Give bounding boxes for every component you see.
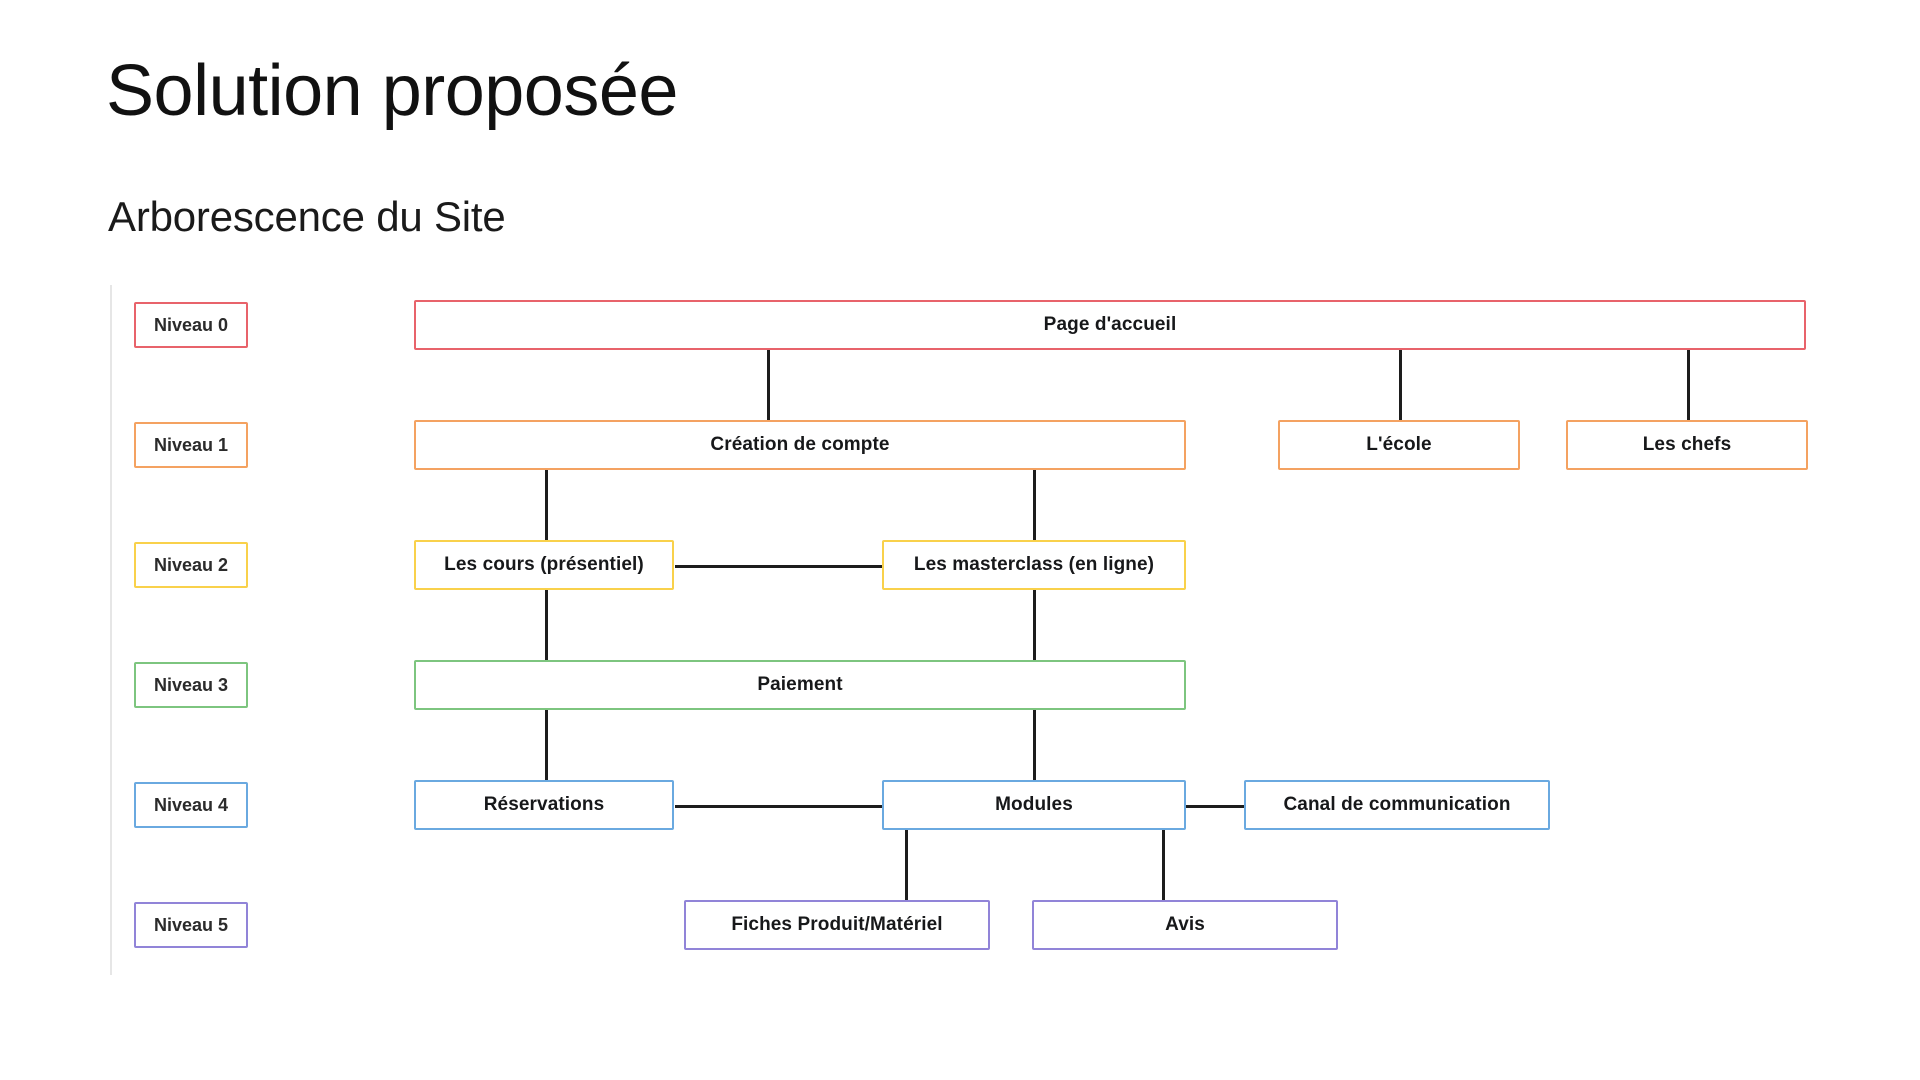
node-les-masterclass-en-ligne[interactable]: Les masterclass (en ligne) — [882, 540, 1186, 590]
connector-reservations-modules — [675, 805, 883, 808]
node-label: Création de compte — [710, 434, 890, 455]
node-label: Les cours (présentiel) — [444, 554, 644, 575]
page-subtitle: Arborescence du Site — [108, 193, 506, 240]
node-label: Réservations — [483, 794, 605, 815]
connector-accueil-ecole — [1399, 340, 1402, 430]
connector-modules-fiches — [905, 828, 908, 923]
level-chip-label: Niveau 2 — [153, 554, 229, 575]
level-chip-label: Niveau 4 — [153, 794, 229, 815]
connector-paiement-reservations — [545, 700, 548, 800]
node-canal-de-communication[interactable]: Canal de communication — [1244, 780, 1550, 830]
connector-cours-masterclass — [675, 565, 883, 568]
connector-accueil-chefs — [1687, 340, 1690, 430]
node-label: Avis — [1165, 914, 1205, 935]
node-label: Modules — [995, 794, 1073, 815]
level-rail-divider — [110, 285, 112, 975]
connector-accueil-creation — [767, 340, 770, 430]
connector-masterclass-paiement — [1033, 580, 1036, 680]
level-chip-label: Niveau 5 — [153, 914, 229, 935]
page-title: Solution proposée — [106, 51, 678, 131]
connector-modules-avis — [1162, 828, 1165, 923]
node-fiches-produit-materiel[interactable]: Fiches Produit/Matériel — [684, 900, 990, 950]
node-avis[interactable]: Avis — [1032, 900, 1338, 950]
level-chip-label: Niveau 1 — [153, 434, 229, 455]
level-chip-label: Niveau 3 — [153, 674, 229, 695]
connector-creation-cours — [545, 460, 548, 560]
node-label: Canal de communication — [1283, 794, 1511, 815]
node-label: Les chefs — [1642, 434, 1732, 455]
node-l-ecole[interactable]: L'école — [1278, 420, 1520, 470]
node-les-chefs[interactable]: Les chefs — [1566, 420, 1808, 470]
node-modules[interactable]: Modules — [882, 780, 1186, 830]
node-paiement[interactable]: Paiement — [414, 660, 1186, 710]
level-chip-niveau-0[interactable]: Niveau 0 — [134, 302, 248, 348]
node-label: Fiches Produit/Matériel — [731, 914, 943, 935]
level-chip-niveau-3[interactable]: Niveau 3 — [134, 662, 248, 708]
connector-cours-paiement — [545, 580, 548, 680]
level-chip-niveau-4[interactable]: Niveau 4 — [134, 782, 248, 828]
node-label: Paiement — [757, 674, 843, 695]
node-label: Page d'accueil — [1043, 314, 1177, 335]
node-label: L'école — [1366, 434, 1432, 455]
node-reservations[interactable]: Réservations — [414, 780, 674, 830]
node-les-cours-presentiel[interactable]: Les cours (présentiel) — [414, 540, 674, 590]
node-page-accueil[interactable]: Page d'accueil — [414, 300, 1806, 350]
level-chip-label: Niveau 0 — [153, 314, 229, 335]
connector-paiement-modules — [1033, 700, 1036, 800]
level-chip-niveau-1[interactable]: Niveau 1 — [134, 422, 248, 468]
connector-modules-canal — [1185, 805, 1245, 808]
level-chip-niveau-5[interactable]: Niveau 5 — [134, 902, 248, 948]
node-creation-de-compte[interactable]: Création de compte — [414, 420, 1186, 470]
level-chip-niveau-2[interactable]: Niveau 2 — [134, 542, 248, 588]
node-label: Les masterclass (en ligne) — [913, 554, 1155, 575]
connector-creation-masterclass — [1033, 460, 1036, 560]
